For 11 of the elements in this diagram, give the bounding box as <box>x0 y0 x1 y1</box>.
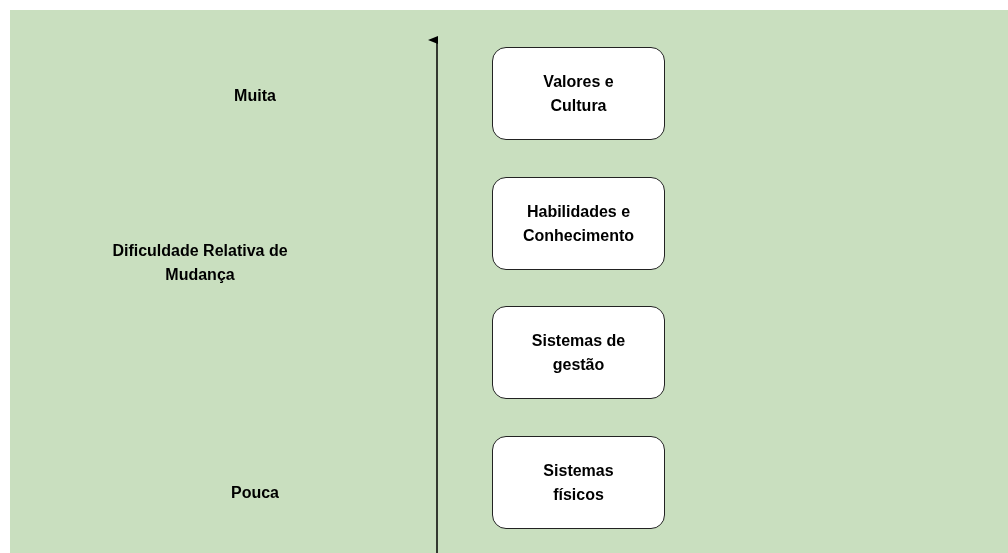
box-label: Valores e Cultura <box>542 71 615 116</box>
axis-label: Muita <box>233 86 277 106</box>
box-label: Sistemas físicos <box>542 460 615 505</box>
process-box <box>492 306 665 399</box>
axis-label: Pouca <box>230 483 280 503</box>
axis-title: Dificuldade Relativa de Mudança <box>111 241 289 285</box>
process-box <box>492 177 665 270</box>
box-label: Sistemas de gestão <box>530 330 627 375</box>
box-label: Habilidades e Conhecimento <box>521 201 636 246</box>
process-box <box>492 47 665 140</box>
process-box <box>492 436 665 529</box>
